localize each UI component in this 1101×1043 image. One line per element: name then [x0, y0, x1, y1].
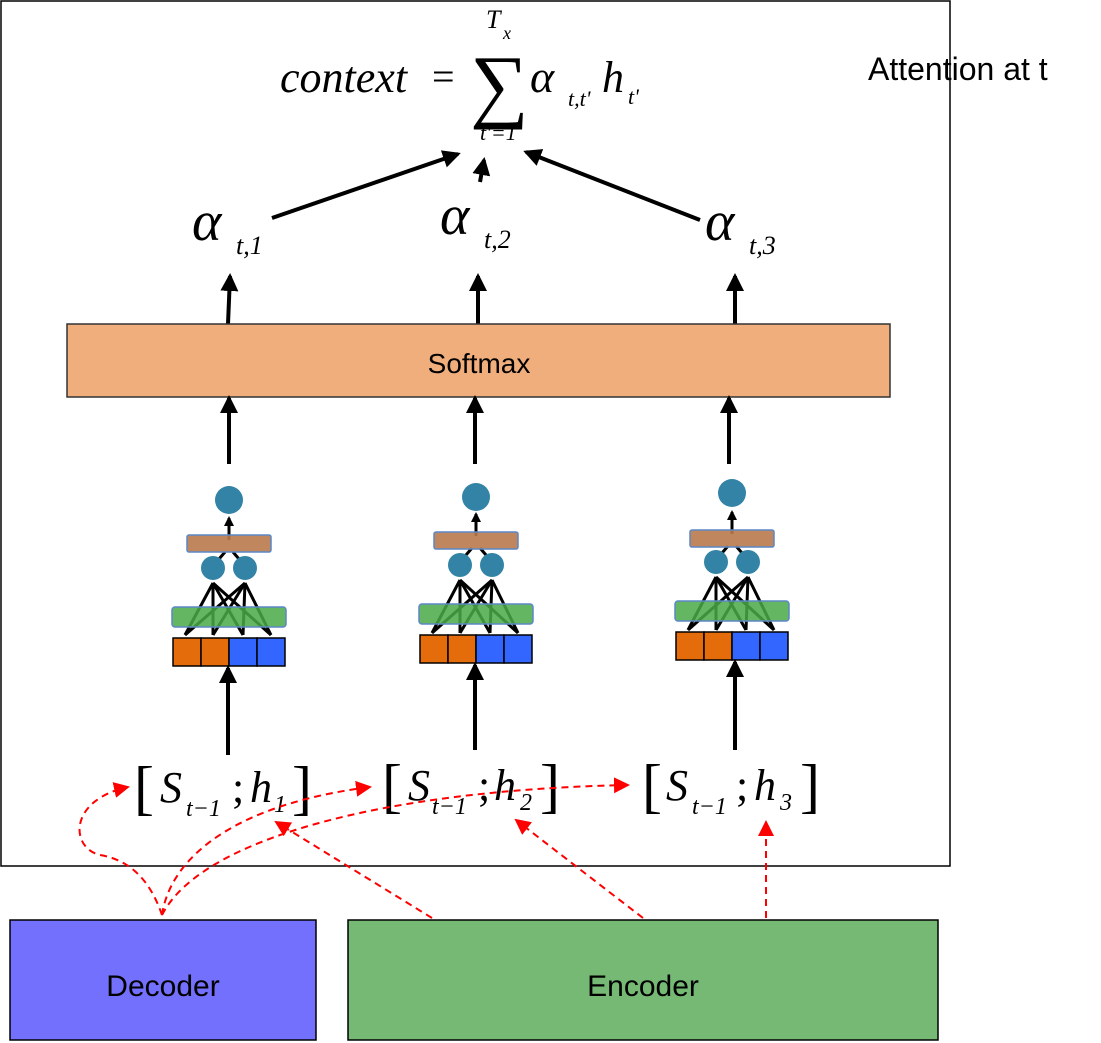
formula-lower-limit: t'=1 — [480, 120, 517, 145]
hidden-node — [201, 556, 225, 580]
context-formula: context = ∑ T x t'=1 α t,t' h t' — [280, 5, 639, 145]
formula-upper-limit-sub: x — [502, 23, 511, 43]
input-2-open-bracket: [ — [382, 753, 402, 819]
encoder-to-input2-arrow — [514, 818, 644, 919]
input-cell-blue — [475, 634, 505, 664]
diagram-title: Attention at t — [868, 51, 1048, 87]
output-node — [215, 486, 243, 514]
scoring-network-3 — [674, 479, 790, 661]
formula-equals: = — [432, 54, 455, 99]
input-2-close-bracket: ] — [540, 753, 560, 819]
input-1-s-sub: t−1 — [186, 796, 221, 822]
input-1-h: h — [250, 763, 272, 812]
hidden-layer-bar — [674, 600, 790, 622]
encoder-rect — [347, 919, 939, 1041]
input-3-h: h — [754, 761, 776, 810]
input-2-s-sub: t−1 — [432, 794, 467, 820]
input-cell-orange — [200, 637, 230, 667]
encoder-box: Encoder — [347, 919, 939, 1041]
input-3-separator: ; — [736, 761, 748, 810]
input-3-h-sub: 3 — [779, 790, 792, 816]
decoder-to-input3-arrow — [161, 777, 630, 916]
arrow-alpha2-to-context — [472, 157, 491, 183]
input-3-s-sub: t−1 — [692, 794, 727, 820]
decoder-rect — [9, 919, 317, 1041]
decoder-box: Decoder — [9, 919, 317, 1041]
decoder-label: Decoder — [106, 970, 219, 1003]
arrow-softmax-to-alpha1 — [220, 273, 239, 325]
output-layer-bar — [433, 531, 519, 550]
formula-upper-limit: T — [486, 5, 502, 34]
formula-alpha-sub: t,t' — [568, 86, 591, 111]
input-2-h-sub: 2 — [520, 790, 532, 816]
input-1-close-bracket: ] — [292, 755, 312, 821]
hidden-node — [704, 550, 728, 574]
input-cell-orange — [172, 637, 202, 667]
input-vector-3: [ S t−1 ; h 3 ] — [642, 753, 820, 820]
input-cell-blue — [731, 631, 761, 661]
formula-h-sub: t' — [628, 84, 639, 109]
scoring-network-2 — [418, 483, 534, 664]
input-cell-blue — [503, 634, 533, 664]
softmax-box: Softmax — [66, 323, 891, 398]
softmax-label: Softmax — [428, 348, 531, 379]
scoring-network-1 — [171, 486, 287, 667]
input-3-open-bracket: [ — [642, 753, 662, 819]
formula-lhs: context — [280, 53, 409, 102]
input-cell-blue — [256, 637, 286, 667]
formula-sum-symbol: ∑ — [470, 39, 528, 130]
alpha-1-sub: t,1 — [236, 231, 263, 260]
decoder-to-input2-arrow — [161, 780, 372, 916]
input-1-s: S — [160, 763, 182, 812]
input-cell-orange — [447, 634, 477, 664]
alpha-3-sub: t,3 — [749, 231, 776, 260]
input-3-s: S — [666, 761, 688, 810]
softmax-rect — [66, 323, 891, 398]
output-node — [718, 479, 746, 507]
hidden-node — [448, 553, 472, 577]
alpha-2: α t,2 — [440, 185, 511, 254]
input-cell-blue — [228, 637, 258, 667]
input-1-h-sub: 1 — [274, 792, 286, 818]
hidden-layer-bar — [171, 606, 287, 628]
hidden-layer-bar — [418, 603, 534, 625]
input-cell-orange — [419, 634, 449, 664]
arrow-alpha3-to-context — [523, 149, 701, 222]
hidden-node — [233, 556, 257, 580]
alpha-2-sub: t,2 — [484, 225, 511, 254]
alpha-1-symbol: α — [192, 191, 223, 253]
formula-h: h — [602, 53, 624, 102]
attention-frame — [0, 0, 951, 867]
alpha-3: α t,3 — [705, 191, 776, 260]
input-3-close-bracket: ] — [800, 753, 820, 819]
alpha-2-symbol: α — [440, 185, 471, 247]
output-layer-bar — [186, 534, 272, 553]
encoder-label: Encoder — [587, 970, 699, 1003]
input-vector-1: [ S t−1 ; h 1 ] — [134, 755, 312, 822]
encoder-to-input1-arrow — [274, 820, 433, 919]
red-dashed-connections — [78, 777, 774, 919]
input-vector-2: [ S t−1 ; h 2 ] — [382, 753, 560, 820]
hidden-node — [736, 550, 760, 574]
input-cell-blue — [759, 631, 789, 661]
alpha-1: α t,1 — [192, 191, 263, 260]
output-layer-bar — [689, 529, 775, 548]
input-2-h: h — [494, 761, 516, 810]
alpha-3-symbol: α — [705, 191, 736, 253]
input-cell-orange — [703, 631, 733, 661]
hidden-node — [480, 553, 504, 577]
input-2-s: S — [408, 761, 430, 810]
input-1-open-bracket: [ — [134, 755, 154, 821]
formula-alpha: α — [530, 51, 555, 102]
input-1-separator: ; — [232, 763, 244, 812]
output-node — [462, 483, 490, 511]
arrow-alpha1-to-context — [271, 150, 461, 220]
input-cell-orange — [675, 631, 705, 661]
input-2-separator: ; — [478, 761, 490, 810]
